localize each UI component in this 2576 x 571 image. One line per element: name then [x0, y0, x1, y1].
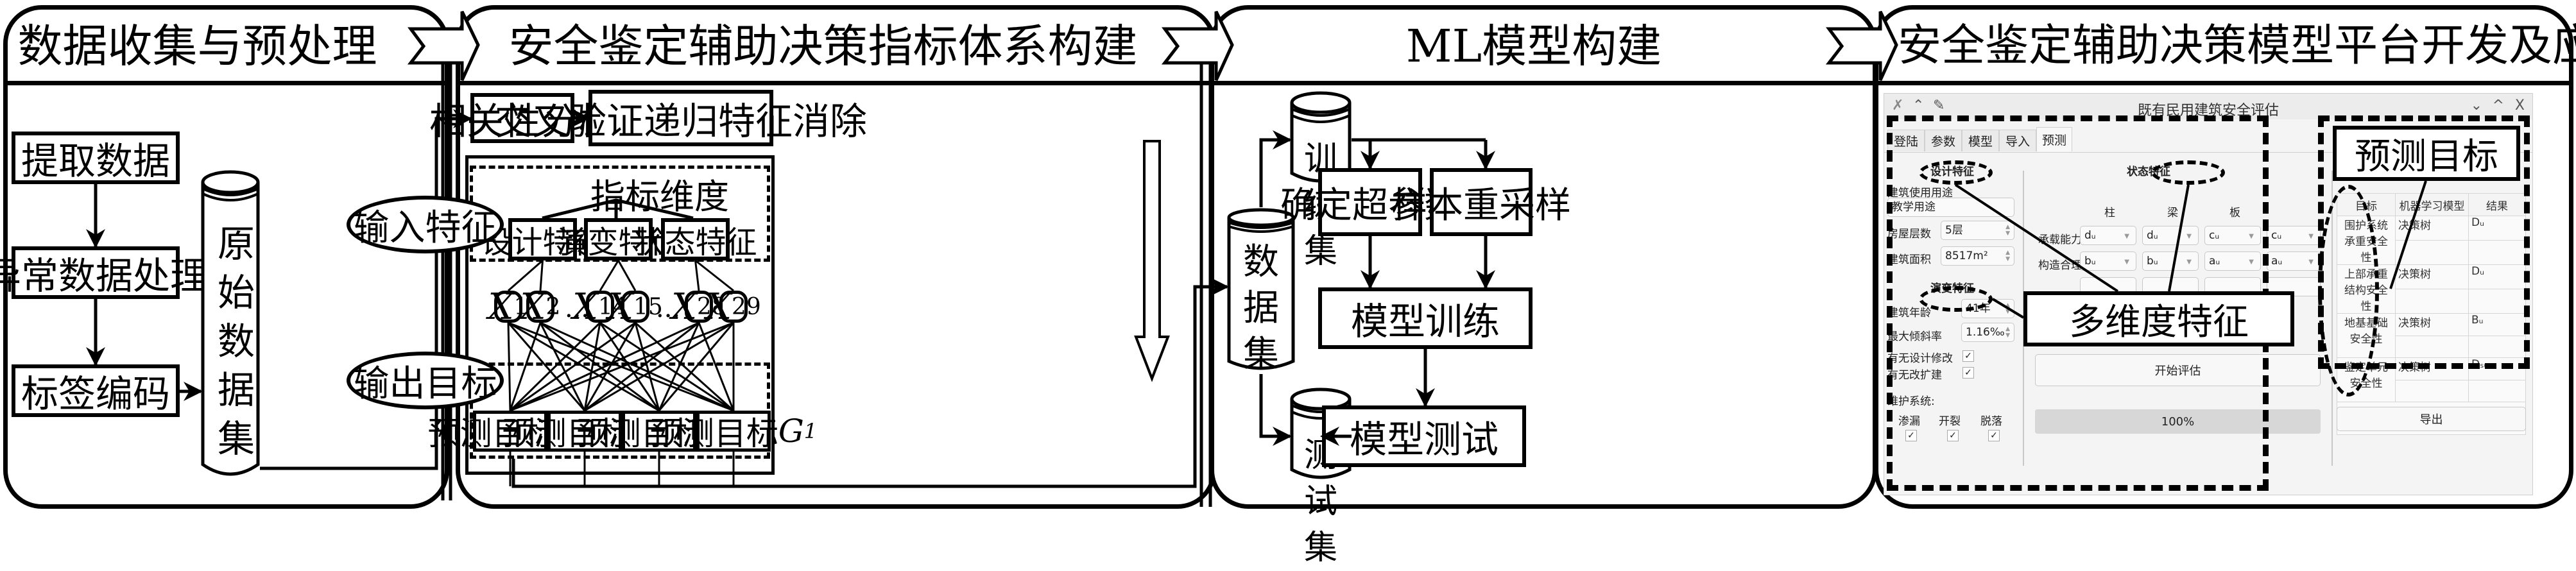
raw-dataset-label: 原始数据集	[218, 222, 255, 461]
combo-value: cᵤ	[2271, 229, 2282, 242]
progress-fill	[2035, 409, 2321, 434]
raw-dataset-cylinder: 原始数据集	[201, 168, 260, 482]
maintenance-item-label: 开裂	[1939, 415, 1961, 428]
panel-title: 安全鉴定辅助决策指标体系构建	[508, 20, 1138, 72]
maintenance-item-label: 渗漏	[1898, 415, 1920, 428]
leak-checkbox[interactable]: ✓	[1905, 430, 1917, 441]
step-label-encoding: 标签编码	[12, 364, 180, 417]
state-column-header: 板	[2229, 207, 2240, 219]
panel-title: 数据收集与预处理	[17, 20, 377, 72]
annotation-state-ellipse	[2151, 160, 2225, 185]
results-header: 结果	[2468, 193, 2526, 216]
model-testing-box: 模型测试	[1322, 405, 1526, 467]
combo-value: aᵤ	[2271, 255, 2283, 268]
maintenance-label: 维护系统:	[1887, 395, 1935, 408]
dropdown-arrow-icon: ▼	[2308, 259, 2314, 266]
close-button[interactable]: X	[2514, 98, 2525, 114]
dataset-label: 数据集	[1243, 241, 1279, 375]
dropdown-arrow-icon: ▼	[2249, 259, 2254, 266]
combo-value: aᵤ	[2209, 255, 2220, 268]
dimension-state: 状态特征	[634, 218, 757, 260]
callout-multi-dimensional-features: 多维度特征	[2023, 291, 2294, 346]
maximize-button[interactable]: ^	[2492, 98, 2504, 114]
floors-label: 房屋层数	[1887, 228, 1931, 241]
dropdown-arrow-icon: ▼	[2124, 259, 2129, 266]
tab-params[interactable]: 参数	[1925, 130, 1962, 151]
result-value: Dᵤ	[2468, 216, 2526, 241]
step-extract-data: 提取数据	[12, 132, 180, 184]
maintenance-item-label: 脱落	[1980, 415, 2002, 428]
step-anomaly-handling: 异常数据处理	[0, 246, 207, 299]
progress-text: 100%	[2161, 414, 2195, 429]
callout-prediction-targets: 预测目标	[2333, 126, 2520, 181]
state-combo[interactable]: cᵤ ▼	[2204, 226, 2261, 245]
annotation-target-column-ellipse	[2318, 185, 2379, 396]
combo-value: bᵤ	[2147, 255, 2158, 268]
output-targets-ellipse: 输出目标	[347, 352, 504, 409]
dataset-cylinder: 数据集	[1227, 207, 1295, 375]
annotation-design-ellipse	[1919, 160, 1993, 185]
tab-login[interactable]: 登陆	[1887, 130, 1925, 151]
combo-value: dᵤ	[2147, 229, 2158, 242]
rfecv-box: 交叉验证递归特征消除	[495, 90, 867, 146]
state-combo[interactable]: aᵤ ▼	[2267, 251, 2321, 271]
spall-checkbox[interactable]: ✓	[1988, 430, 2000, 441]
input-features-ellipse: 输入特征	[347, 196, 504, 253]
panel-title: ML模型构建	[1405, 20, 1662, 72]
age-label: 建筑年龄	[1887, 307, 1931, 320]
area-label: 建筑面积	[1887, 253, 1931, 266]
panel-header: 安全鉴定辅助决策指标体系构建	[460, 10, 1212, 85]
window-titlebar: ✗ ⌃ ✎ 既有民用建筑安全评估 ⌄ ^ X	[1884, 94, 2532, 119]
keep-above-icon[interactable]: ⌃	[1912, 98, 1925, 114]
combo-value: cᵤ	[2209, 229, 2220, 242]
panel-header: 安全鉴定辅助决策模型平台开发及应用	[1878, 10, 2576, 85]
renovation-label: 有无改扩建	[1887, 369, 1942, 382]
usage-label: 建筑使用用途	[1887, 187, 1953, 200]
tilt-value: 1.16‰	[1966, 326, 2005, 339]
minimize-button[interactable]: ⌄	[2470, 98, 2482, 114]
evaluation-progress-bar: 100%	[2035, 409, 2321, 434]
dropdown-arrow-icon: ▼	[2124, 233, 2129, 240]
renovation-checkbox[interactable]: ✓	[1962, 367, 1974, 379]
state-combo[interactable]: aᵤ ▼	[2204, 251, 2261, 271]
model-training-box: 模型训练	[1318, 287, 1533, 349]
resampling-box: 样本重采样	[1391, 168, 1571, 236]
export-button[interactable]: 导出	[2337, 407, 2526, 431]
state-combo[interactable]: cᵤ ▼	[2267, 226, 2321, 245]
tilt-label: 最大倾斜率	[1887, 330, 1942, 343]
dropdown-arrow-icon: ▼	[2308, 233, 2314, 240]
dropdown-arrow-icon: ▼	[2249, 233, 2254, 240]
spin-arrows-icon[interactable]: ▲▼	[2005, 326, 2010, 339]
annotation-evolution-ellipse	[1919, 286, 1993, 312]
panel-title: 安全鉴定辅助决策模型平台开发及应用	[1898, 21, 2576, 71]
start-evaluation-button[interactable]: 开始评估	[2035, 354, 2321, 386]
dimension-title: 指标维度	[590, 176, 729, 217]
tab-import[interactable]: 导入	[1999, 130, 2036, 151]
panel-header: ML模型构建	[1214, 10, 1873, 85]
pin-icon[interactable]: ✎	[1933, 98, 1945, 114]
tab-predict[interactable]: 预测	[2036, 127, 2072, 151]
design-change-checkbox[interactable]: ✓	[1962, 350, 1974, 362]
app-logo-icon: ✗	[1892, 98, 1904, 114]
tab-model[interactable]: 模型	[1962, 130, 1999, 151]
tab-divider	[1884, 152, 2532, 153]
crack-checkbox[interactable]: ✓	[1947, 430, 1959, 441]
design-change-label: 有无设计修改	[1887, 352, 1953, 365]
train-set-cylinder: 训练集	[1290, 91, 1352, 271]
panel-header: 数据收集与预处理	[8, 10, 445, 85]
tilt-spinbox[interactable]: 1.16‰ ▲▼	[1961, 323, 2014, 342]
